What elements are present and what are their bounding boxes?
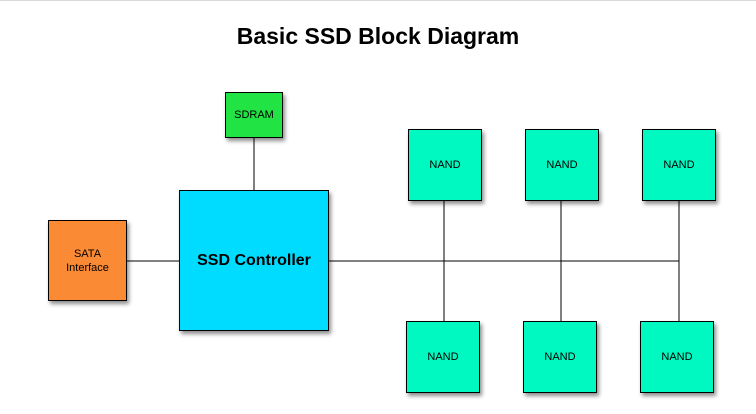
- ssd-controller-block: SSD Controller: [179, 190, 329, 331]
- diagram-title: Basic SSD Block Diagram: [236, 23, 520, 49]
- nand-label: NAND: [546, 159, 578, 171]
- sdram-block: SDRAM: [225, 92, 283, 138]
- nand-label: NAND: [429, 159, 461, 171]
- sata-interface-block: SATA Interface: [48, 220, 127, 301]
- sata-interface-label: SATA Interface: [66, 247, 109, 275]
- ssd-controller-label: SSD Controller: [197, 251, 311, 269]
- nand-block-bottom-3: NAND: [640, 321, 714, 393]
- nand-block-top-1: NAND: [408, 129, 482, 201]
- nand-block-bottom-2: NAND: [523, 321, 597, 393]
- nand-label: NAND: [663, 159, 695, 171]
- sata-label-line1: SATA: [73, 247, 102, 260]
- nand-block-top-3: NAND: [642, 129, 716, 201]
- sata-label-line2: Interface: [66, 261, 109, 274]
- nand-label: NAND: [661, 351, 693, 363]
- nand-block-bottom-1: NAND: [406, 321, 480, 393]
- sdram-label: SDRAM: [234, 109, 274, 121]
- nand-block-top-2: NAND: [525, 129, 599, 201]
- nand-label: NAND: [427, 351, 459, 363]
- nand-label: NAND: [544, 351, 576, 363]
